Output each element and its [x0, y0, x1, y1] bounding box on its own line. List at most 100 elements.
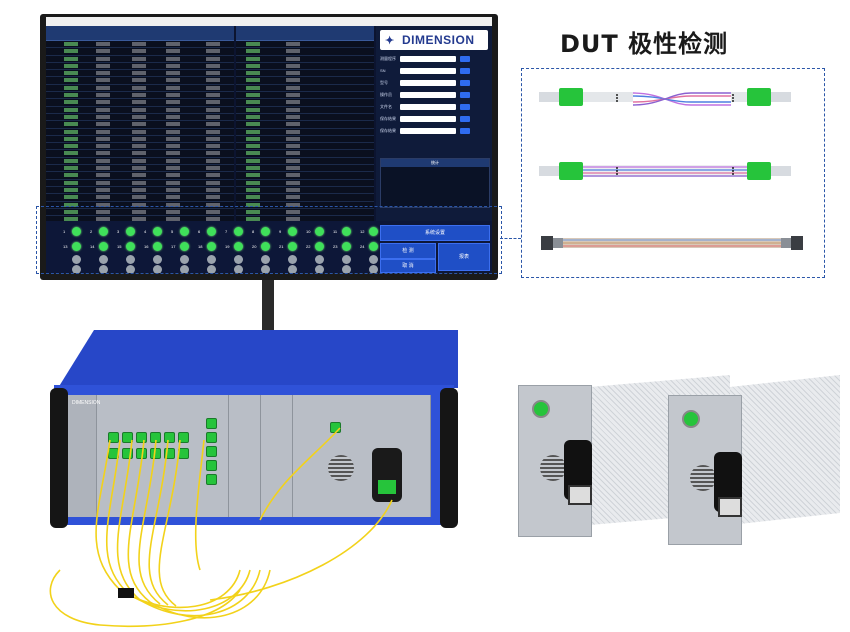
port-indicator[interactable] [180, 255, 189, 264]
lc-adapter[interactable] [206, 432, 217, 443]
port-indicator[interactable] [369, 265, 378, 273]
port-indicator[interactable] [288, 265, 297, 273]
port-indicator[interactable] [261, 265, 270, 273]
connector-right [747, 162, 771, 180]
port-indicator[interactable] [99, 242, 108, 251]
port-indicator[interactable] [72, 265, 81, 273]
table-cell [206, 85, 220, 90]
table-cell [206, 151, 220, 156]
table-row [236, 136, 374, 144]
port-indicator[interactable] [72, 255, 81, 264]
port-indicator[interactable] [126, 255, 135, 264]
table-cell [166, 217, 180, 222]
port-indicator[interactable] [72, 227, 81, 236]
test-button[interactable]: 检 测 [380, 243, 436, 259]
port-indicator[interactable] [99, 265, 108, 273]
port-indicator[interactable] [207, 227, 216, 236]
port-indicator[interactable] [369, 242, 378, 251]
port-indicator[interactable] [126, 227, 135, 236]
form-input[interactable] [400, 128, 456, 134]
port-indicator[interactable] [234, 265, 243, 273]
port-indicator[interactable] [315, 255, 324, 264]
port-indicator[interactable] [369, 227, 378, 236]
port-indicator[interactable] [369, 255, 378, 264]
form-action-button[interactable] [460, 80, 470, 86]
module-1-port[interactable] [532, 400, 550, 418]
port-indicator[interactable] [315, 242, 324, 251]
port-indicator[interactable] [153, 255, 162, 264]
lc-adapter[interactable] [164, 432, 175, 443]
port-indicator[interactable] [234, 227, 243, 236]
form-input[interactable] [400, 80, 456, 86]
report-button[interactable]: 报表 [438, 243, 490, 271]
form-action-button[interactable] [460, 128, 470, 134]
table-cell [132, 151, 146, 156]
port-indicator[interactable] [315, 227, 324, 236]
port-indicator[interactable] [315, 265, 324, 273]
plug-left [541, 236, 553, 250]
port-indicator[interactable] [153, 265, 162, 273]
form-action-button[interactable] [460, 116, 470, 122]
lc-adapter[interactable] [206, 418, 217, 429]
lc-adapter[interactable] [136, 432, 147, 443]
port-indicator[interactable] [126, 242, 135, 251]
table-cell [96, 56, 110, 61]
port-indicator[interactable] [72, 242, 81, 251]
table-cell [286, 209, 300, 214]
table-row [46, 165, 234, 173]
form-input[interactable] [400, 92, 456, 98]
port-indicator[interactable] [126, 265, 135, 273]
port-indicator[interactable] [180, 265, 189, 273]
table-cell [132, 42, 146, 46]
port-indicator[interactable] [261, 242, 270, 251]
lc-adapter[interactable] [178, 432, 189, 443]
port-indicator[interactable] [288, 227, 297, 236]
port-indicator[interactable] [261, 227, 270, 236]
lc-adapter[interactable] [122, 448, 133, 459]
port-indicator[interactable] [342, 265, 351, 273]
form-action-button[interactable] [460, 56, 470, 62]
lc-adapter[interactable] [206, 446, 217, 457]
lc-adapter[interactable] [206, 460, 217, 471]
boot-right [771, 166, 791, 176]
port-indicator[interactable] [180, 227, 189, 236]
form-input[interactable] [400, 104, 456, 110]
port-indicator[interactable] [288, 255, 297, 264]
port-indicator[interactable] [207, 255, 216, 264]
module-2-port[interactable] [682, 410, 700, 428]
port-indicator[interactable] [261, 255, 270, 264]
form-input[interactable] [400, 68, 456, 74]
form-action-button[interactable] [460, 104, 470, 110]
form-input[interactable] [400, 56, 456, 62]
dut-cable-illustrations [539, 88, 803, 250]
port-indicator[interactable] [99, 227, 108, 236]
port-indicator[interactable] [342, 255, 351, 264]
port-indicator[interactable] [153, 227, 162, 236]
table-cell [206, 63, 220, 68]
port-indicator[interactable] [207, 242, 216, 251]
table-row [46, 85, 234, 93]
form-action-button[interactable] [460, 92, 470, 98]
port-indicator[interactable] [342, 227, 351, 236]
form-action-button[interactable] [460, 68, 470, 74]
port-indicator[interactable] [207, 265, 216, 273]
lc-adapter[interactable] [206, 474, 217, 485]
lc-adapter[interactable] [164, 448, 175, 459]
form-input[interactable] [400, 116, 456, 122]
table-cell [96, 122, 110, 127]
port-indicator[interactable] [288, 242, 297, 251]
settings-button[interactable]: 系统设置 [380, 225, 490, 241]
port-indicator[interactable] [99, 255, 108, 264]
lc-adapter[interactable] [108, 432, 119, 443]
table-row [46, 56, 234, 63]
port-indicator[interactable] [234, 255, 243, 264]
port-indicator[interactable] [342, 242, 351, 251]
port-indicator[interactable] [180, 242, 189, 251]
port-indicator[interactable] [234, 242, 243, 251]
port-indicator[interactable] [153, 242, 162, 251]
cancel-button[interactable]: 取 消 [380, 259, 436, 273]
table-row [46, 114, 234, 122]
lc-adapter[interactable] [122, 432, 133, 443]
mpo-port[interactable] [378, 480, 396, 494]
